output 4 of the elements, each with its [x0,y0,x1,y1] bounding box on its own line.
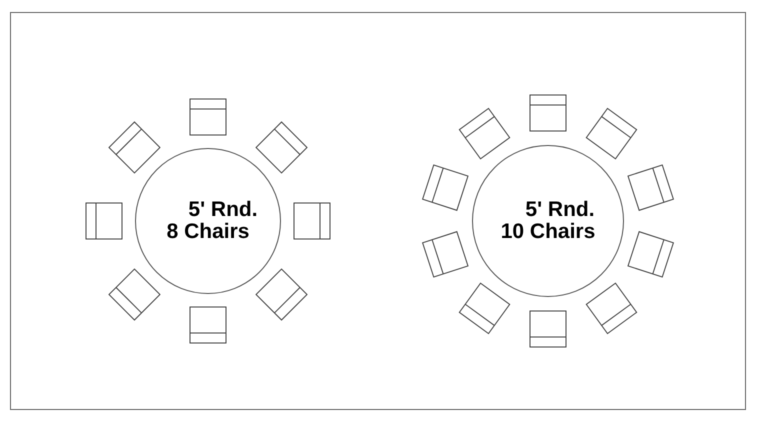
table-label: 5' Rnd. [187,199,258,221]
table-label: 5' Rnd. [524,199,595,221]
table-label: 8 Chairs [166,221,250,243]
table-label: 10 Chairs [500,221,596,243]
